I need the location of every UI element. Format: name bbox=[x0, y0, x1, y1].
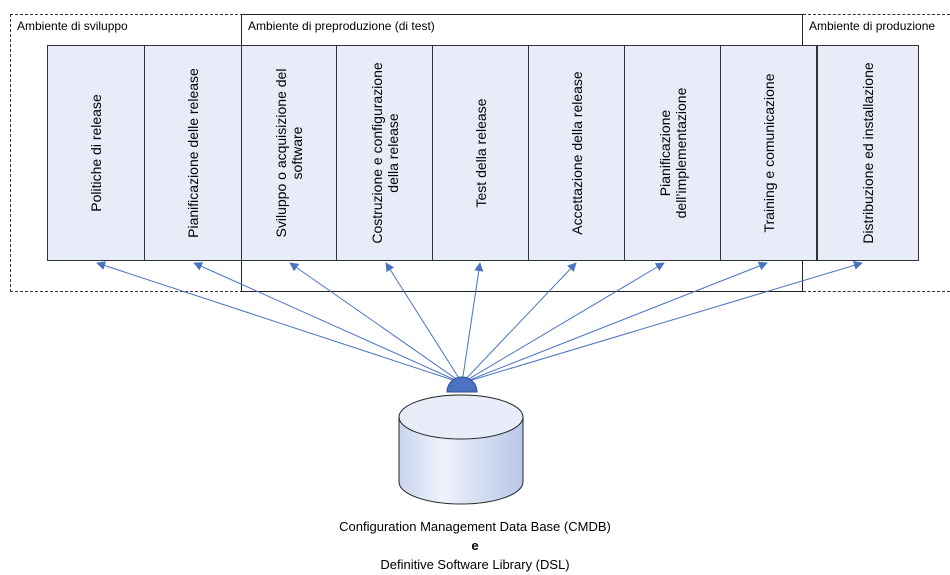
caption-cmdb: Configuration Management Data Base (CMDB… bbox=[339, 519, 611, 534]
database-caption: Configuration Management Data Base (CMDB… bbox=[0, 517, 950, 574]
arrow bbox=[461, 262, 665, 384]
arrow bbox=[385, 262, 463, 384]
arrow bbox=[193, 262, 463, 384]
caption-conjunction: e bbox=[471, 538, 479, 553]
arrow bbox=[461, 261, 863, 384]
development-environment-label: Ambiente di sviluppo bbox=[17, 19, 128, 33]
phase-release-acceptance: Accettazione della release bbox=[528, 45, 625, 261]
arrow bbox=[461, 262, 484, 384]
phase-release-planning: Pianificazione delle release bbox=[144, 45, 242, 261]
caption-dsl: Definitive Software Library (DSL) bbox=[380, 557, 570, 572]
preproduction-environment-label: Ambiente di preproduzione (di test) bbox=[248, 19, 435, 33]
arrow bbox=[96, 261, 463, 384]
arrow-group bbox=[96, 261, 863, 384]
phase-distribution: Distribuzione ed installazione bbox=[817, 45, 919, 261]
phase-training: Training e comunicazione bbox=[720, 45, 817, 261]
arrow bbox=[461, 261, 768, 384]
database-icon bbox=[398, 394, 524, 505]
arrow bbox=[461, 262, 577, 384]
connection-node bbox=[446, 376, 478, 393]
production-environment: Ambiente di produzione bbox=[803, 14, 950, 292]
development-environment: Ambiente di sviluppo bbox=[10, 14, 243, 292]
phase-release-policies: Politiche di release bbox=[47, 45, 145, 261]
production-environment-label: Ambiente di produzione bbox=[809, 19, 936, 33]
arrow bbox=[289, 262, 463, 384]
phase-implementation-planning: Pianificazione dell’implementazione bbox=[624, 45, 721, 261]
